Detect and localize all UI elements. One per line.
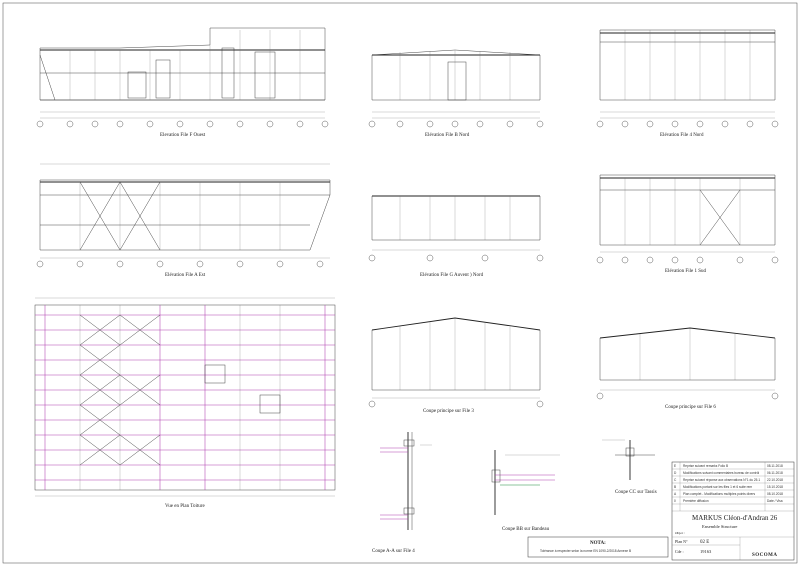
objet-label: Objet : bbox=[675, 531, 685, 535]
cde-number: 19163 bbox=[700, 549, 712, 554]
view-title: Elevation File F Ouest bbox=[160, 133, 206, 138]
view-title: Elévation File A Est bbox=[165, 273, 206, 278]
elevation-file-b[interactable]: Elévation File B Nord bbox=[368, 49, 544, 138]
revision-index: E bbox=[674, 464, 676, 468]
roof-plan[interactable]: Vue en Plan Toiture bbox=[34, 297, 336, 509]
elevation-file-a[interactable]: Elévation File A Est bbox=[36, 163, 331, 278]
revision-date: 08.11.2018 bbox=[767, 464, 783, 468]
nota-title: NOTA: bbox=[590, 541, 606, 546]
revision-index: A bbox=[674, 492, 677, 496]
section-file-6[interactable]: Coupe principe sur File 6 bbox=[596, 327, 779, 410]
title-block: E Reprise suivant remarks Folio B 08.11.20… bbox=[671, 461, 795, 561]
project-title: MARKUS Cléon-d'Andran 26 bbox=[692, 514, 778, 522]
revision-index: 0 bbox=[674, 499, 676, 503]
elevation-file-1[interactable]: Elévation File 1 Sud bbox=[596, 174, 779, 274]
revision-index: C bbox=[674, 478, 677, 482]
view-title: Coupe A-A sur File 4 bbox=[372, 549, 415, 554]
revision-description: Plan complet - Modifications multiples p… bbox=[683, 492, 756, 496]
section-file-3[interactable]: Coupe principe sur File 3 bbox=[368, 317, 544, 414]
section-bb[interactable]: Coupe BB sur Bandeau bbox=[491, 450, 560, 532]
revision-description: Modifications suivant commentaires burea… bbox=[683, 471, 759, 475]
view-title: Elévation File 1 Sud bbox=[665, 269, 706, 274]
project-subtitle: Ensemble Structure bbox=[702, 524, 737, 529]
nota-box: NOTA: Tolérance à respecter selon la nor… bbox=[527, 536, 669, 558]
plan-number: 02 E bbox=[700, 540, 709, 545]
revision-date: Date / Visa bbox=[767, 499, 783, 503]
company-name: SOCOMA bbox=[752, 553, 778, 558]
nota-text: Tolérance à respecter selon la norme EN … bbox=[540, 549, 631, 553]
revision-date: 06.11.2018 bbox=[767, 471, 783, 475]
revision-date: 15.10.2018 bbox=[767, 485, 783, 489]
plan-label: Plan N° bbox=[675, 539, 688, 544]
revision-description: Reprise suivant réponse aux observations… bbox=[683, 478, 760, 482]
section-cc[interactable]: Coupe CC sur Tassis bbox=[602, 439, 657, 495]
revision-date: 08.10.2018 bbox=[767, 492, 783, 496]
elevation-file-4[interactable]: Elévation File 4 Nord bbox=[596, 29, 779, 138]
elevation-file-f[interactable]: Elevation File F Ouest bbox=[36, 27, 329, 138]
cde-label: Cde : bbox=[675, 549, 684, 554]
revision-date: 22.10.2018 bbox=[767, 478, 783, 482]
view-title: Elévation File B Nord bbox=[425, 133, 470, 138]
view-title: Coupe CC sur Tassis bbox=[615, 490, 657, 495]
section-aa[interactable]: Coupe A-A sur File 4 bbox=[372, 432, 432, 554]
view-title: Coupe principe sur File 3 bbox=[423, 409, 474, 414]
view-title: Elévation File 4 Nord bbox=[660, 133, 704, 138]
view-title: Elévation File G Auvent ) Nord bbox=[420, 273, 484, 278]
view-title: Vue en Plan Toiture bbox=[165, 504, 205, 509]
revision-description: Reprise suivant remarks Folio B bbox=[683, 464, 728, 468]
revision-index: B bbox=[674, 485, 676, 489]
view-title: Coupe principe sur File 6 bbox=[665, 405, 716, 410]
revision-description: Première diffusion bbox=[683, 499, 709, 503]
elevation-file-g[interactable]: Elévation File G Auvent ) Nord bbox=[368, 195, 544, 278]
revision-description: Modifications portant sur les files 1 et… bbox=[683, 485, 752, 489]
revision-index: D bbox=[674, 471, 677, 475]
view-title: Coupe BB sur Bandeau bbox=[502, 527, 550, 532]
